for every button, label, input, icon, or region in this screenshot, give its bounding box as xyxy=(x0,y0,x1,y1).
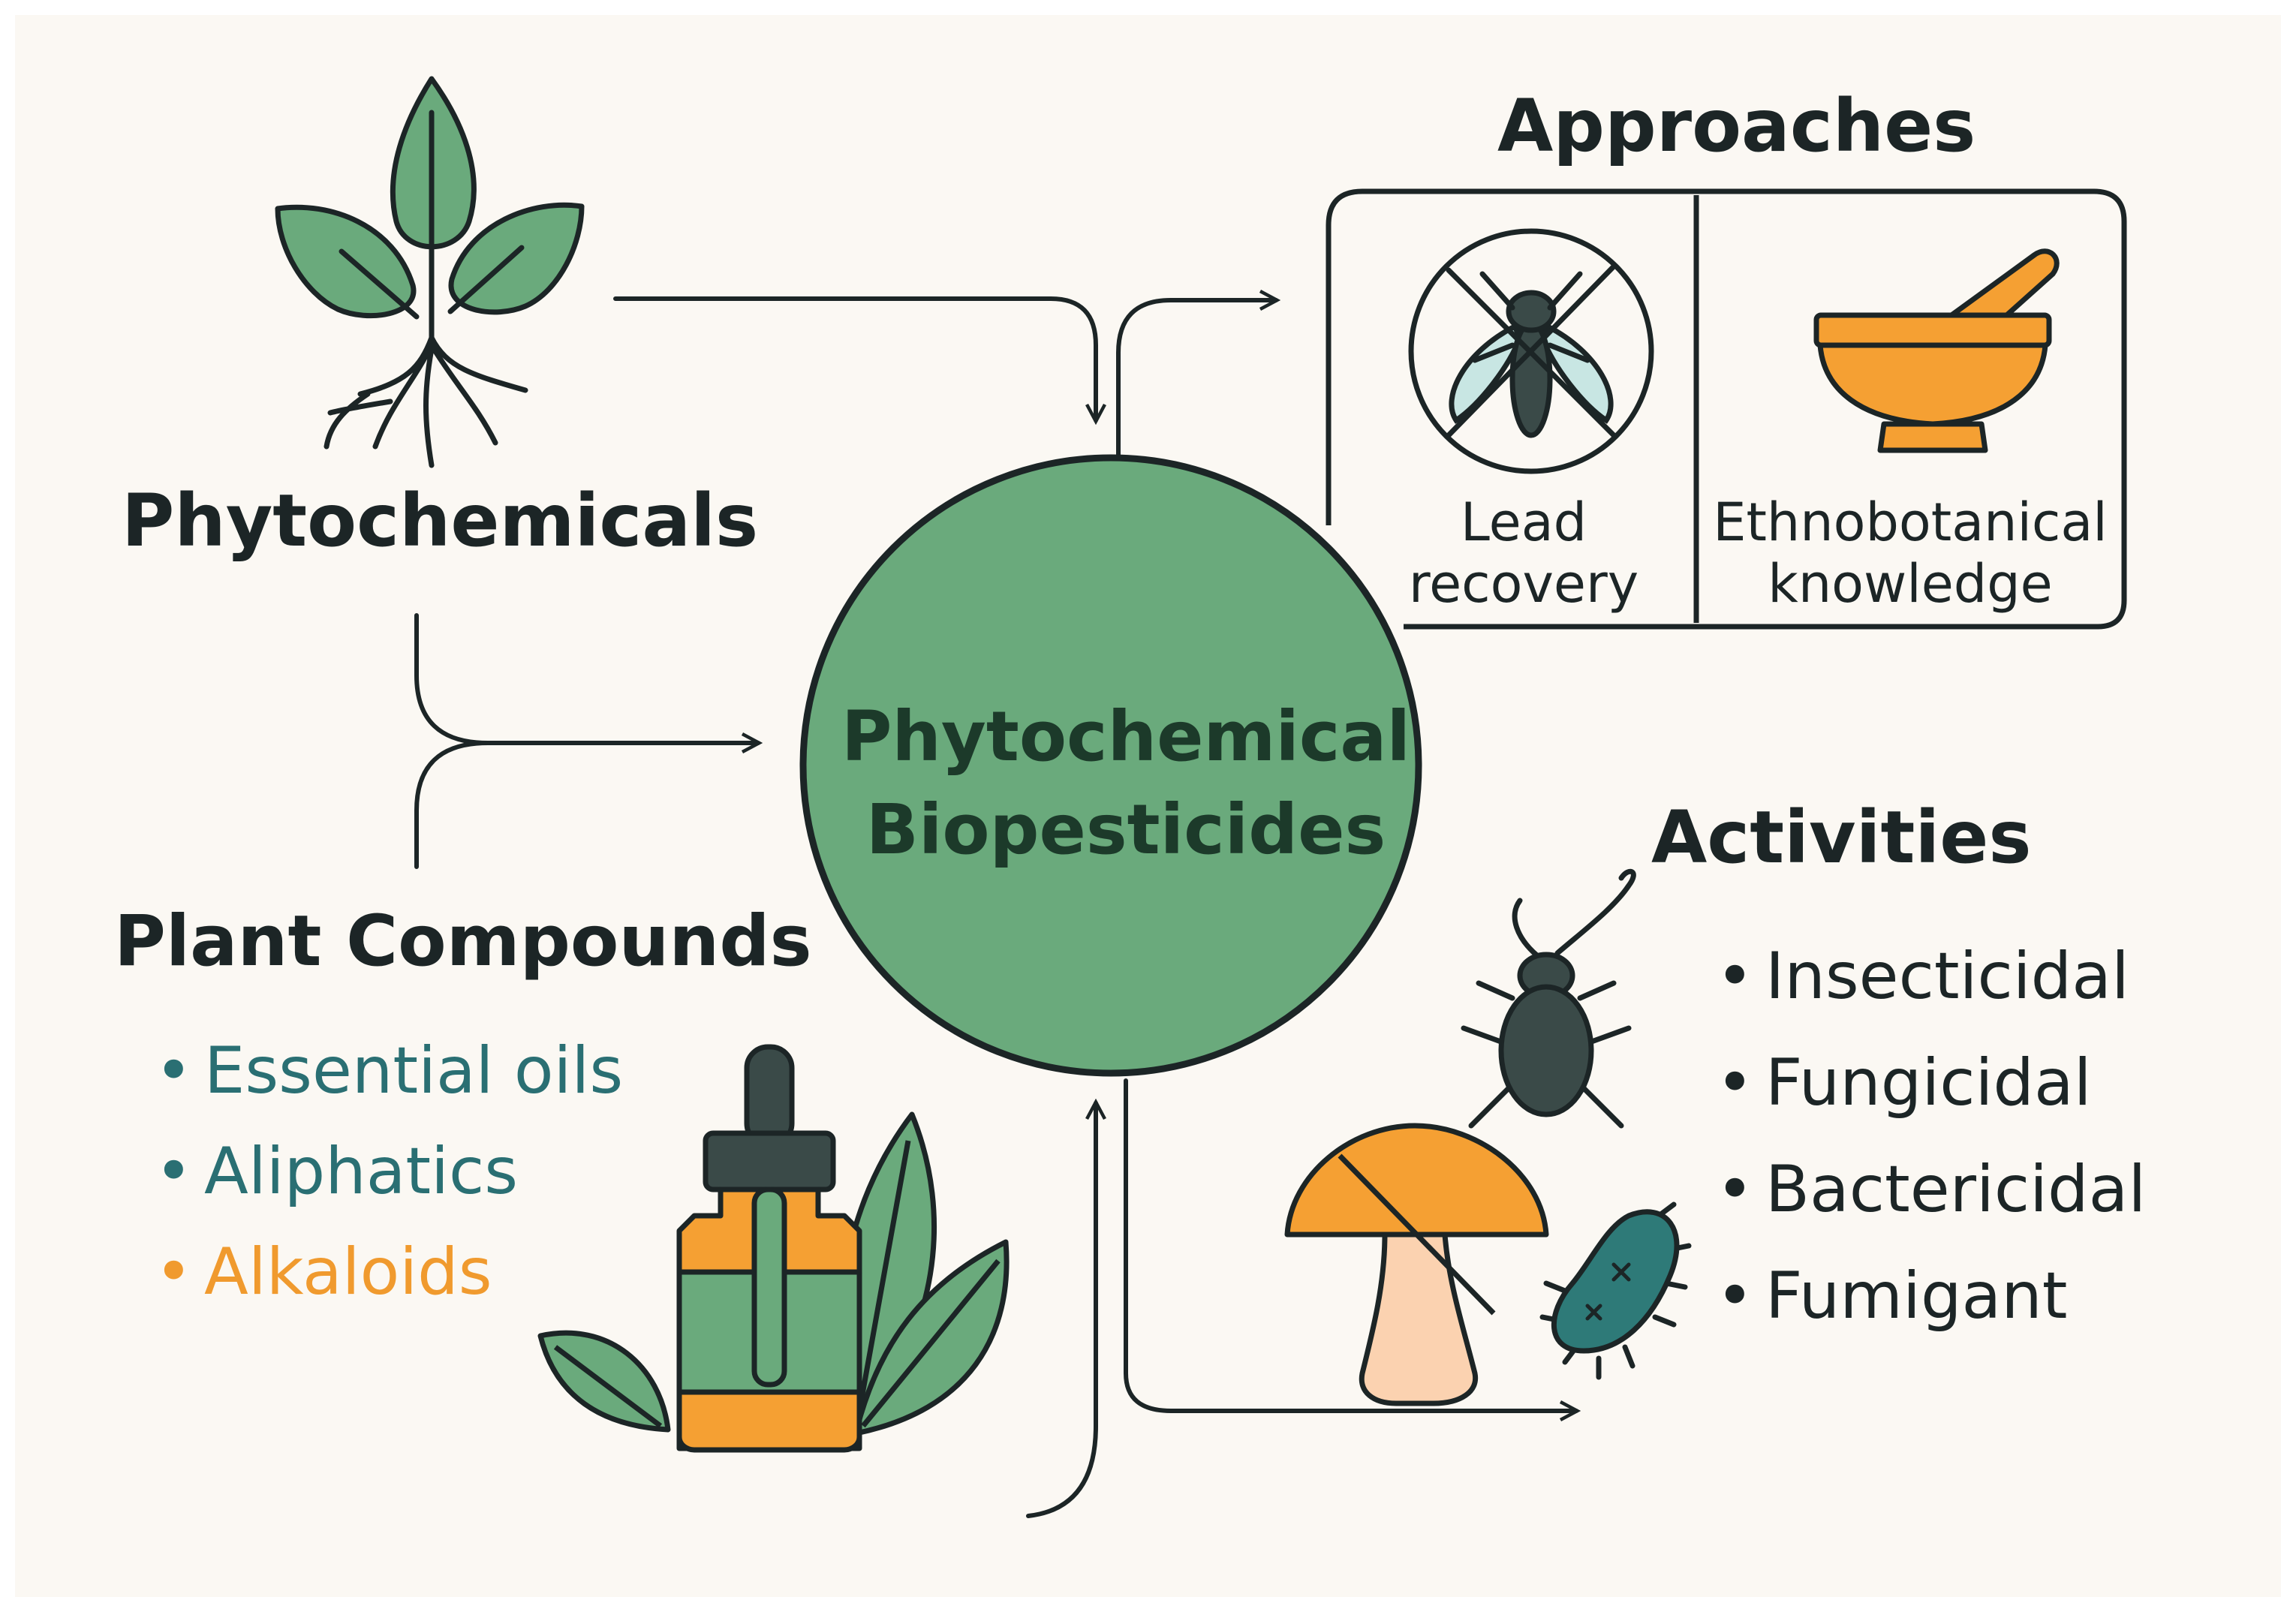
ethnobotanical-line1: Ethnobotanical xyxy=(1713,492,2108,553)
activity-label: Insecticidal xyxy=(1765,939,2129,1014)
ethnobotanical-label: Ethnobotanical knowledge xyxy=(1704,492,2117,615)
phytochemicals-title: Phytochemicals xyxy=(122,479,759,563)
center-title: Phytochemical Biopesticides xyxy=(811,690,1441,877)
center-title-line2: Biopesticides xyxy=(865,789,1386,870)
bacterium-icon xyxy=(1539,1201,1692,1380)
list-item: •Essential oils xyxy=(152,1021,623,1121)
bullet-dot: • xyxy=(155,1235,193,1310)
lead-recovery-label: Lead recovery xyxy=(1366,492,1681,615)
activity-label: Bactericidal xyxy=(1765,1152,2147,1227)
lead-recovery-line1: Lead xyxy=(1460,492,1587,553)
activities-title: Activities xyxy=(1651,795,2032,880)
list-item: •Bactericidal xyxy=(1713,1136,2146,1243)
compound-label: Aliphatics xyxy=(204,1134,519,1209)
bullet-dot: • xyxy=(1716,939,1754,1014)
leaf-icon xyxy=(537,1111,1010,1436)
mortar-pestle-icon xyxy=(1813,248,2060,453)
dropper-bottle-icon xyxy=(676,1044,862,1453)
activity-label: Fumigant xyxy=(1765,1259,2068,1334)
arrow-phytochemicals-to-center xyxy=(613,296,1096,420)
list-item: •Aliphatics xyxy=(152,1121,623,1222)
lead-recovery-line2: recovery xyxy=(1408,553,1639,615)
crossed-out-insect-icon xyxy=(1408,228,1654,474)
list-item: •Insecticidal xyxy=(1713,923,2146,1030)
arrow-merge-top-branch xyxy=(414,613,758,743)
diagram-canvas: Phytochemicals Plant Compounds •Essentia… xyxy=(15,15,2281,1597)
list-item: •Fumigant xyxy=(1713,1243,2146,1349)
plant-compounds-title: Plant Compounds xyxy=(114,901,812,982)
bullet-dot: • xyxy=(155,1033,193,1108)
activity-label: Fungicidal xyxy=(1765,1045,2092,1120)
crossed-mushroom-icon xyxy=(1284,1123,1549,1406)
plant-compounds-list: •Essential oils •Aliphatics •Alkaloids xyxy=(152,1021,623,1322)
center-title-line1: Phytochemical xyxy=(841,696,1411,777)
ethnobotanical-line2: knowledge xyxy=(1768,553,2053,615)
diagram-graphics xyxy=(275,76,2127,1518)
bullet-dot: • xyxy=(1716,1259,1754,1334)
arrow-merge-bottom-branch xyxy=(414,741,490,869)
compound-label: Essential oils xyxy=(204,1033,624,1108)
arrow-center-to-approaches xyxy=(1116,300,1276,460)
bullet-dot: • xyxy=(155,1134,193,1209)
approaches-box xyxy=(1326,188,2127,630)
list-item: •Fungicidal xyxy=(1713,1030,2146,1136)
plant-sprout-icon xyxy=(275,76,585,468)
center-circle xyxy=(799,454,1422,1077)
bullet-dot: • xyxy=(1716,1045,1754,1120)
activities-list: •Insecticidal •Fungicidal •Bactericidal … xyxy=(1713,923,2146,1349)
compound-label: Alkaloids xyxy=(204,1235,492,1310)
arrow-bottom-to-center xyxy=(1026,1103,1096,1518)
arrow-center-to-activities xyxy=(1124,1078,1576,1411)
list-item: •Alkaloids xyxy=(152,1222,623,1322)
bullet-dot: • xyxy=(1716,1152,1754,1227)
approaches-title: Approaches xyxy=(1497,84,1976,168)
beetle-icon xyxy=(1461,868,1636,1129)
